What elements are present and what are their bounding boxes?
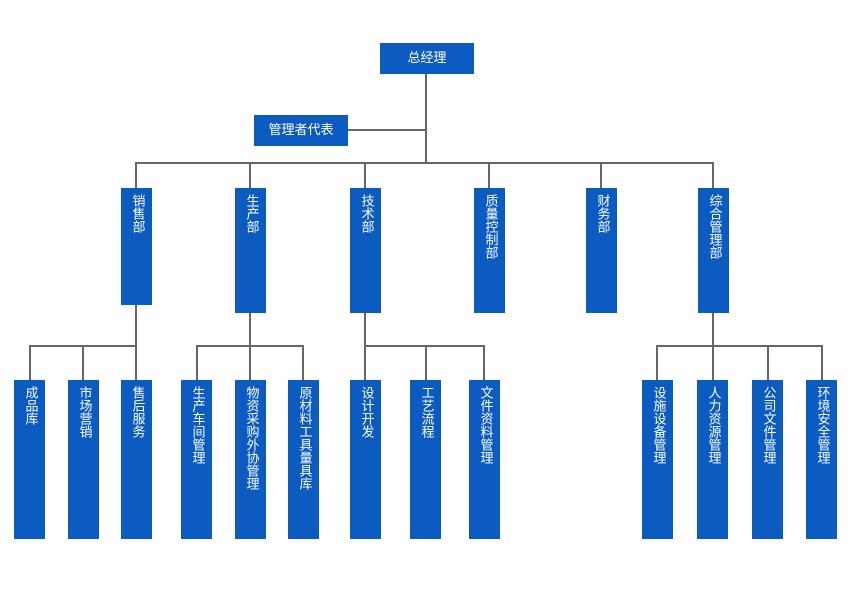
connector-after-sales [135, 345, 137, 380]
unit-workshop-label: 生产车间管理 [189, 386, 205, 464]
connector-dept-bus [135, 162, 714, 164]
connector-sales-stem [135, 305, 137, 346]
connector-quality-drop [488, 162, 490, 188]
unit-hr-box: 人力资源管理 [697, 380, 728, 539]
unit-documents-label: 文件资料管理 [477, 386, 493, 464]
unit-ehs-label: 环境安全管理 [814, 386, 830, 464]
connector-technology-bus [364, 345, 485, 347]
connector-company-docs [767, 345, 769, 380]
connector-production-stem [249, 313, 251, 346]
unit-process-label: 工艺流程 [418, 386, 434, 438]
mgmt-rep-label: 管理者代表 [268, 122, 334, 138]
connector-sales-drop [135, 162, 137, 188]
unit-after-sales-box: 售后服务 [121, 380, 152, 539]
unit-company-docs-box: 公司文件管理 [752, 380, 783, 539]
unit-finished-goods-box: 成品库 [14, 380, 45, 539]
connector-mgmt-rep [348, 129, 426, 131]
unit-procurement-box: 物资采购外协管理 [235, 380, 266, 539]
dept-finance-label: 财务部 [594, 194, 610, 233]
unit-marketing-label: 市场营销 [76, 386, 92, 438]
dept-technology-box: 技术部 [350, 188, 381, 313]
ceo-box: 总经理 [380, 43, 474, 74]
unit-marketing-box: 市场营销 [68, 380, 99, 539]
dept-quality-label: 质量控制部 [482, 194, 498, 259]
dept-quality-box: 质量控制部 [474, 188, 505, 313]
connector-technology-stem [364, 313, 366, 346]
unit-company-docs-label: 公司文件管理 [760, 386, 776, 464]
connector-production-drop [249, 162, 251, 188]
connector-materials-store [302, 345, 304, 380]
connector-finance-drop [600, 162, 602, 188]
dept-sales-box: 销售部 [121, 188, 152, 305]
dept-sales-label: 销售部 [129, 194, 145, 233]
unit-after-sales-label: 售后服务 [129, 386, 145, 438]
dept-general-box: 综合管理部 [698, 188, 729, 313]
connector-procurement [249, 345, 251, 380]
connector-general-drop [712, 162, 714, 188]
dept-finance-box: 财务部 [586, 188, 617, 313]
unit-materials-store-label: 原材料工具量具库 [296, 386, 312, 490]
mgmt-rep-box: 管理者代表 [254, 115, 348, 146]
connector-design [364, 345, 366, 380]
connector-finished-goods [29, 345, 31, 380]
dept-general-label: 综合管理部 [706, 194, 722, 259]
unit-facilities-box: 设施设备管理 [642, 380, 673, 539]
connector-technology-drop [364, 162, 366, 188]
unit-hr-label: 人力资源管理 [705, 386, 721, 464]
unit-design-label: 设计开发 [358, 386, 374, 438]
dept-production-box: 生产部 [235, 188, 266, 313]
connector-general-bus [656, 345, 823, 347]
connector-documents [483, 345, 485, 380]
unit-design-box: 设计开发 [350, 380, 381, 539]
connector-hr [712, 345, 714, 380]
unit-materials-store-box: 原材料工具量具库 [288, 380, 319, 539]
connector-workshop [196, 345, 198, 380]
dept-production-label: 生产部 [243, 194, 259, 233]
connector-ceo-trunk [425, 73, 427, 163]
unit-documents-box: 文件资料管理 [469, 380, 500, 539]
connector-process [425, 345, 427, 380]
unit-process-box: 工艺流程 [410, 380, 441, 539]
connector-ehs [821, 345, 823, 380]
connector-marketing [82, 345, 84, 380]
unit-ehs-box: 环境安全管理 [806, 380, 837, 539]
dept-technology-label: 技术部 [358, 194, 374, 233]
connector-general-stem [712, 313, 714, 346]
unit-procurement-label: 物资采购外协管理 [243, 386, 259, 490]
unit-finished-goods-label: 成品库 [22, 386, 38, 425]
connector-facilities [656, 345, 658, 380]
unit-facilities-label: 设施设备管理 [650, 386, 666, 464]
unit-workshop-box: 生产车间管理 [181, 380, 212, 539]
ceo-label: 总经理 [407, 50, 447, 66]
